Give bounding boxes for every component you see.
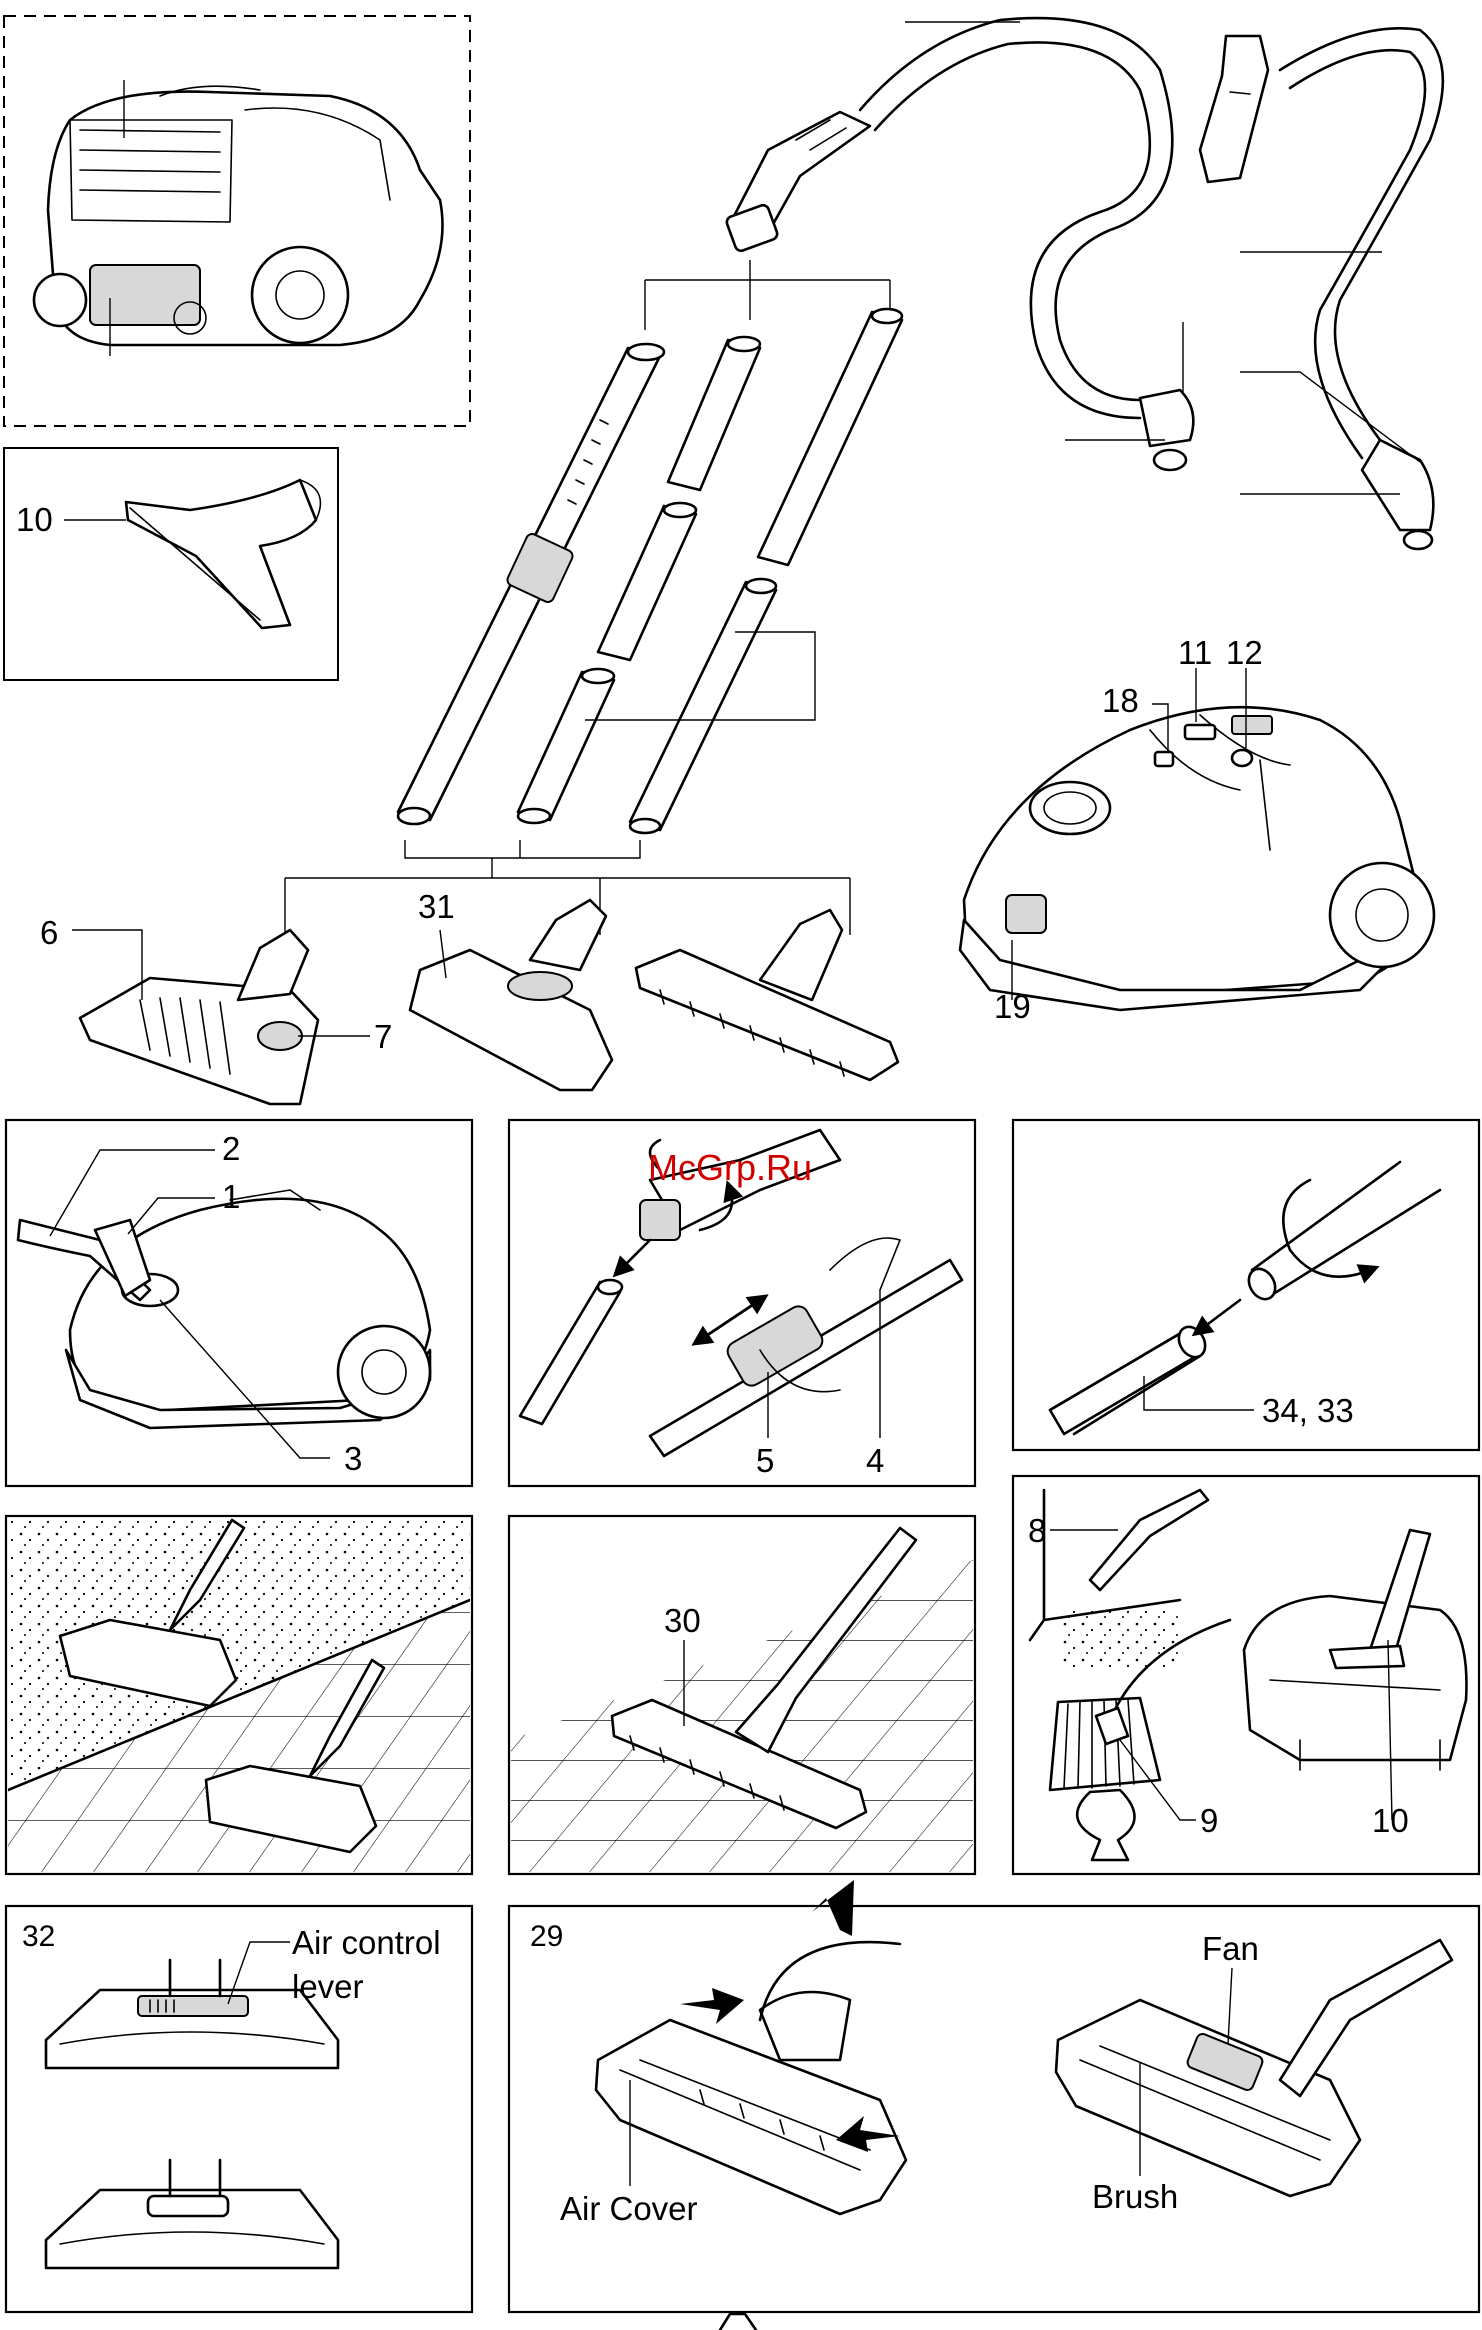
panel-accessories-use: 8 9 10: [1013, 1476, 1479, 1874]
callout-30: 30: [664, 1602, 701, 1639]
nozzles-row: 6 7 31: [40, 888, 898, 1104]
callout-7: 7: [374, 1018, 392, 1055]
callout-5: 5: [756, 1442, 774, 1479]
panel-29-number: 29: [530, 1920, 563, 1953]
upholstery-nozzle-panel: 10: [4, 448, 338, 680]
air-control-label-line2: lever: [292, 1968, 364, 2005]
panel-32-air-control: 32 Air control lever: [6, 1906, 472, 2312]
panel-29-turbo-brush: 29 Air Cover Fan Brush: [509, 1880, 1479, 2312]
hoses-right: [1031, 28, 1443, 549]
panel-carpet-and-floor: [6, 1516, 472, 1874]
panel-tube-connect: 34, 33: [1013, 1120, 1479, 1450]
callout-18: 18: [1102, 682, 1139, 719]
air-control-label-line1: Air control: [292, 1924, 441, 1961]
callout-34-33: 34, 33: [1262, 1392, 1354, 1429]
callout-8: 8: [1028, 1512, 1046, 1549]
air-cover-label: Air Cover: [560, 2190, 698, 2227]
callout-3: 3: [344, 1440, 362, 1477]
brush-label: Brush: [1092, 2178, 1178, 2215]
panel-parquet-nozzle: 30: [509, 1516, 975, 1874]
page-footer-mark: [720, 2314, 756, 2330]
callout-1: 1: [222, 1178, 240, 1215]
callout-10-bottom: 10: [1372, 1802, 1409, 1839]
callout-2: 2: [222, 1130, 240, 1167]
callout-12: 12: [1226, 634, 1263, 671]
callout-9: 9: [1200, 1802, 1218, 1839]
callout-6: 6: [40, 914, 58, 951]
panel-hose-insert: 2 1 3: [6, 1120, 472, 1486]
cleaner-rear-view-panel: [4, 16, 470, 426]
callout-19: 19: [994, 988, 1031, 1025]
callout-31: 31: [418, 888, 455, 925]
callout-4: 4: [866, 1442, 884, 1479]
callout-11: 11: [1178, 634, 1212, 671]
fan-label: Fan: [1202, 1930, 1259, 1967]
panel-32-number: 32: [22, 1920, 55, 1953]
panel-tube-assembly: 5 4 McGrp.Ru: [509, 1120, 975, 1486]
watermark: McGrp.Ru: [648, 1147, 812, 1188]
cleaner-front-view: 11 12 18 19: [960, 634, 1434, 1025]
callout-10-top: 10: [16, 501, 53, 538]
